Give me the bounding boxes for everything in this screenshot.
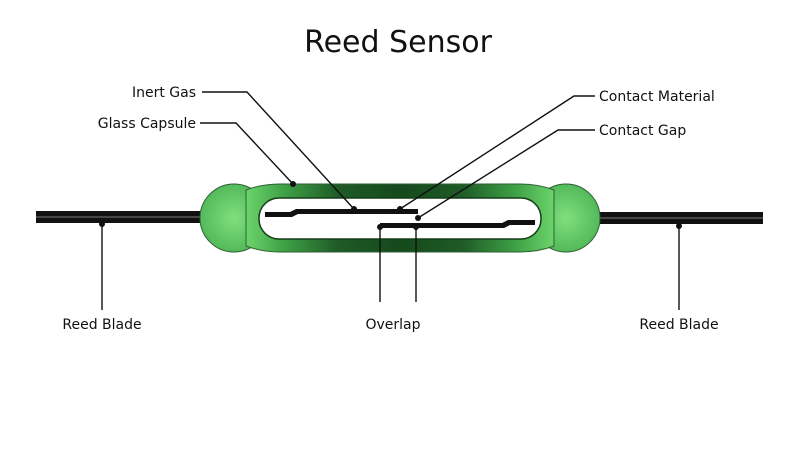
marker-overlap-left [377, 224, 383, 230]
label-inert-gas: Inert Gas [132, 85, 196, 101]
marker-contact-material [397, 206, 403, 212]
label-contact-material: Contact Material [599, 89, 715, 105]
reed-blade-right-lead [585, 212, 763, 224]
label-glass-capsule: Glass Capsule [98, 116, 196, 132]
diagram-title: Reed Sensor [304, 25, 492, 60]
marker-overlap-right [413, 224, 419, 230]
marker-reed-blade-left [99, 221, 105, 227]
leader-inert-gas [202, 91, 355, 210]
label-reed-blade-right: Reed Blade [639, 317, 718, 333]
label-overlap: Overlap [365, 317, 420, 333]
leader-lines [99, 91, 682, 310]
reed-blade-left-lead [36, 211, 214, 223]
marker-contact-gap [415, 215, 421, 221]
marker-reed-blade-right [676, 223, 682, 229]
leader-glass-capsule [200, 122, 294, 185]
leader-contact-gap [417, 129, 595, 219]
marker-glass-capsule [290, 181, 296, 187]
label-contact-gap: Contact Gap [599, 123, 686, 139]
leader-contact-material [399, 95, 595, 210]
label-reed-blade-left: Reed Blade [62, 317, 141, 333]
marker-inert-gas [351, 206, 357, 212]
